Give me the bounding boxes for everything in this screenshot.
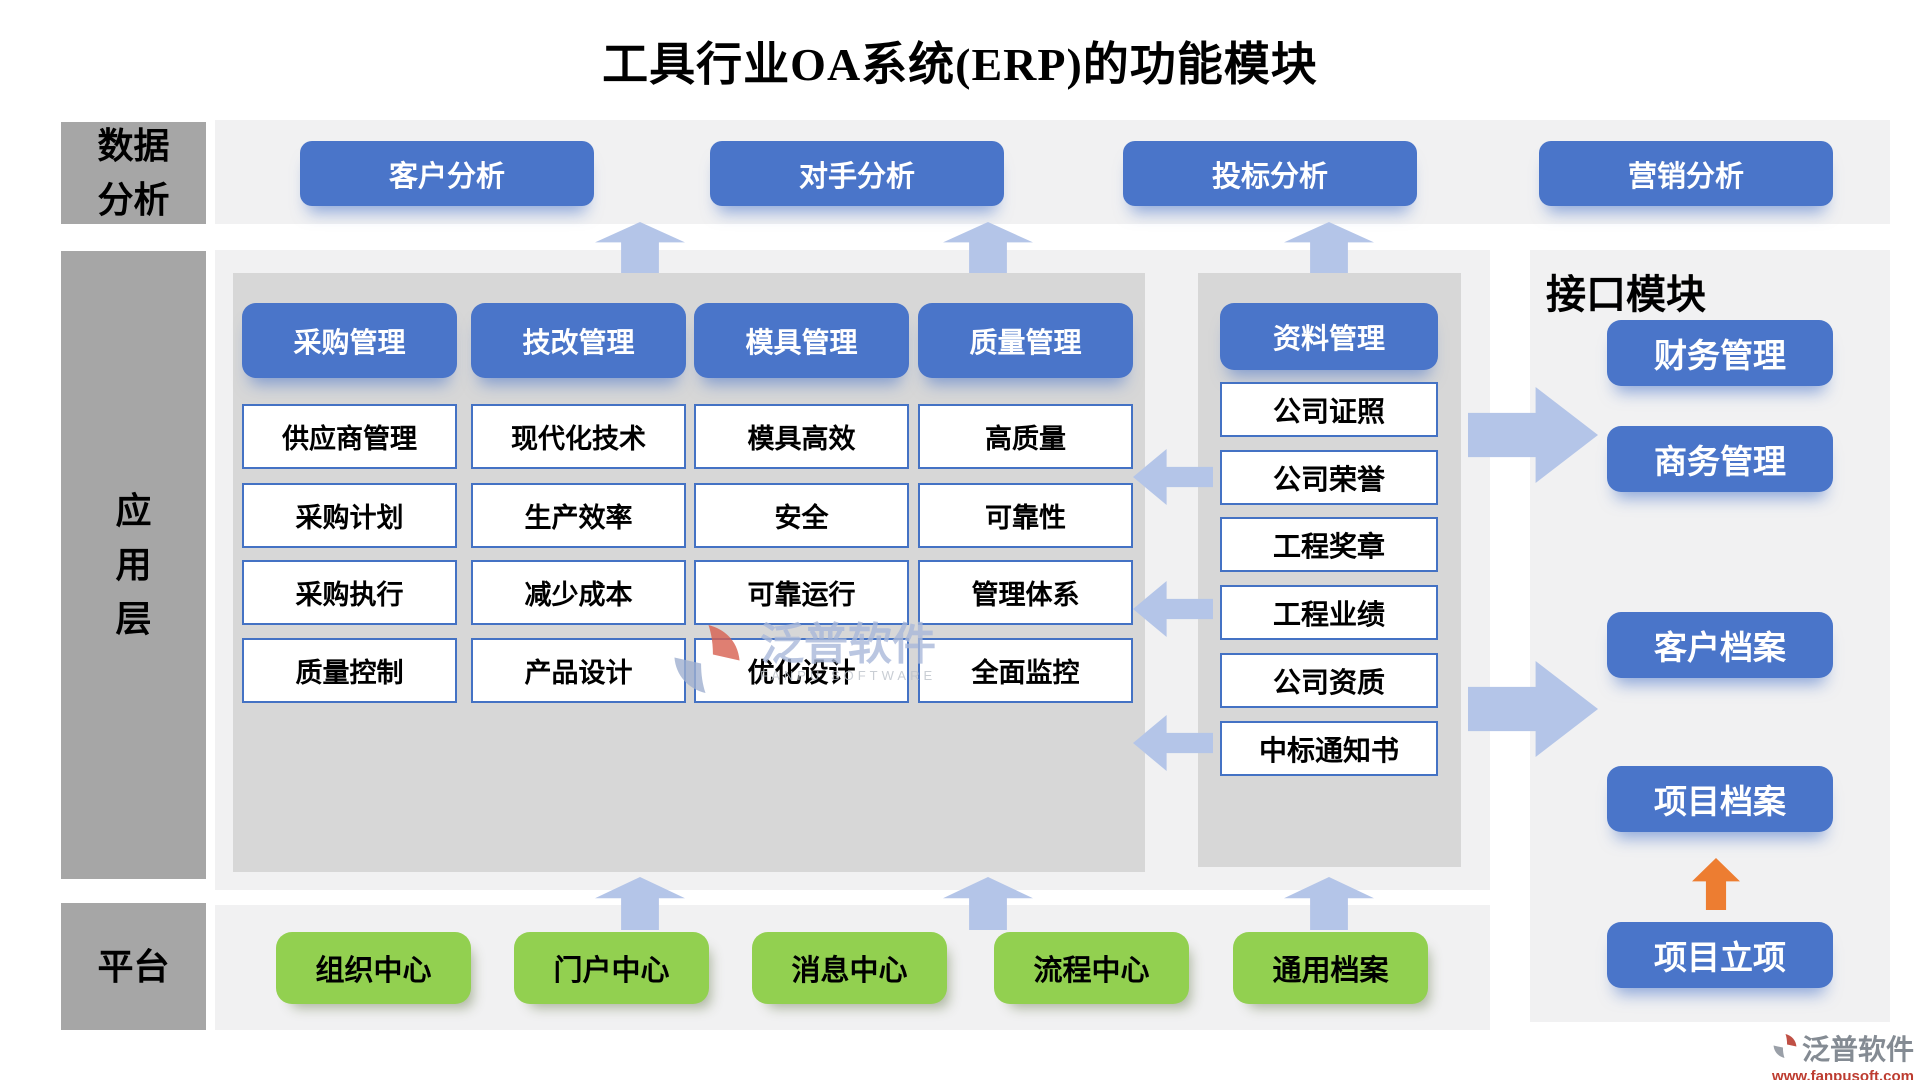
column-header-data-management: 资料管理 bbox=[1220, 303, 1438, 370]
column-header-quality: 质量管理 bbox=[918, 303, 1133, 378]
grid-cell: 质量控制 bbox=[242, 638, 457, 703]
watermark-corner: 泛普软件 www.fanpusoft.com bbox=[1742, 1028, 1914, 1080]
platform-button-portal: 门户中心 bbox=[514, 932, 709, 1004]
interface-button-finance: 财务管理 bbox=[1607, 320, 1833, 386]
grid-cell: 模具高效 bbox=[694, 404, 909, 469]
layer-label-data-analysis: 数据分析 bbox=[61, 122, 206, 224]
layer-label-text: 数据分析 bbox=[97, 126, 170, 220]
platform-button-workflow: 流程中心 bbox=[994, 932, 1189, 1004]
fanpu-logo-icon bbox=[1772, 1033, 1798, 1064]
data-panel-cell: 公司荣誉 bbox=[1220, 450, 1438, 505]
grid-cell: 减少成本 bbox=[471, 560, 686, 625]
data-panel-cell: 公司证照 bbox=[1220, 382, 1438, 437]
grid-cell: 采购计划 bbox=[242, 483, 457, 548]
interface-button-project-initiation: 项目立项 bbox=[1607, 922, 1833, 988]
platform-button-organization: 组织中心 bbox=[276, 932, 471, 1004]
analysis-button-customer: 客户分析 bbox=[300, 141, 594, 206]
interface-module-title: 接口模块 bbox=[1546, 272, 1706, 317]
column-header-procurement: 采购管理 bbox=[242, 303, 457, 378]
watermark-url: www.fanpusoft.com bbox=[1772, 1068, 1914, 1080]
layer-label-platform: 平台 bbox=[61, 903, 206, 1030]
grid-cell: 现代化技术 bbox=[471, 404, 686, 469]
layer-label-application: 应用层 bbox=[61, 251, 206, 879]
data-panel-cell: 公司资质 bbox=[1220, 653, 1438, 708]
grid-cell: 生产效率 bbox=[471, 483, 686, 548]
data-panel-cell: 中标通知书 bbox=[1220, 721, 1438, 776]
analysis-button-marketing: 营销分析 bbox=[1539, 141, 1833, 206]
grid-cell: 供应商管理 bbox=[242, 404, 457, 469]
interface-button-business: 商务管理 bbox=[1607, 426, 1833, 492]
grid-cell: 产品设计 bbox=[471, 638, 686, 703]
page-title: 工具行业OA系统(ERP)的功能模块 bbox=[602, 39, 1318, 90]
grid-cell: 安全 bbox=[694, 483, 909, 548]
grid-cell: 高质量 bbox=[918, 404, 1133, 469]
interface-button-project-archive: 项目档案 bbox=[1607, 766, 1833, 832]
layer-label-text: 平台 bbox=[97, 946, 170, 987]
data-panel-cell: 工程业绩 bbox=[1220, 585, 1438, 640]
analysis-button-bidding: 投标分析 bbox=[1123, 141, 1417, 206]
grid-cell: 全面监控 bbox=[918, 638, 1133, 703]
data-panel-cell: 工程奖章 bbox=[1220, 517, 1438, 572]
interface-button-customer-archive: 客户档案 bbox=[1607, 612, 1833, 678]
grid-cell: 可靠运行 bbox=[694, 560, 909, 625]
layer-label-text: 应用层 bbox=[115, 491, 152, 639]
grid-cell: 可靠性 bbox=[918, 483, 1133, 548]
grid-cell: 优化设计 bbox=[694, 638, 909, 703]
column-header-mould: 模具管理 bbox=[694, 303, 909, 378]
watermark-name: 泛普软件 bbox=[1801, 1035, 1914, 1066]
analysis-button-competitor: 对手分析 bbox=[710, 141, 1004, 206]
grid-cell: 采购执行 bbox=[242, 560, 457, 625]
grid-cell: 管理体系 bbox=[918, 560, 1133, 625]
column-header-technical: 技改管理 bbox=[471, 303, 686, 378]
platform-button-general-archive: 通用档案 bbox=[1233, 932, 1428, 1004]
platform-button-message: 消息中心 bbox=[752, 932, 947, 1004]
